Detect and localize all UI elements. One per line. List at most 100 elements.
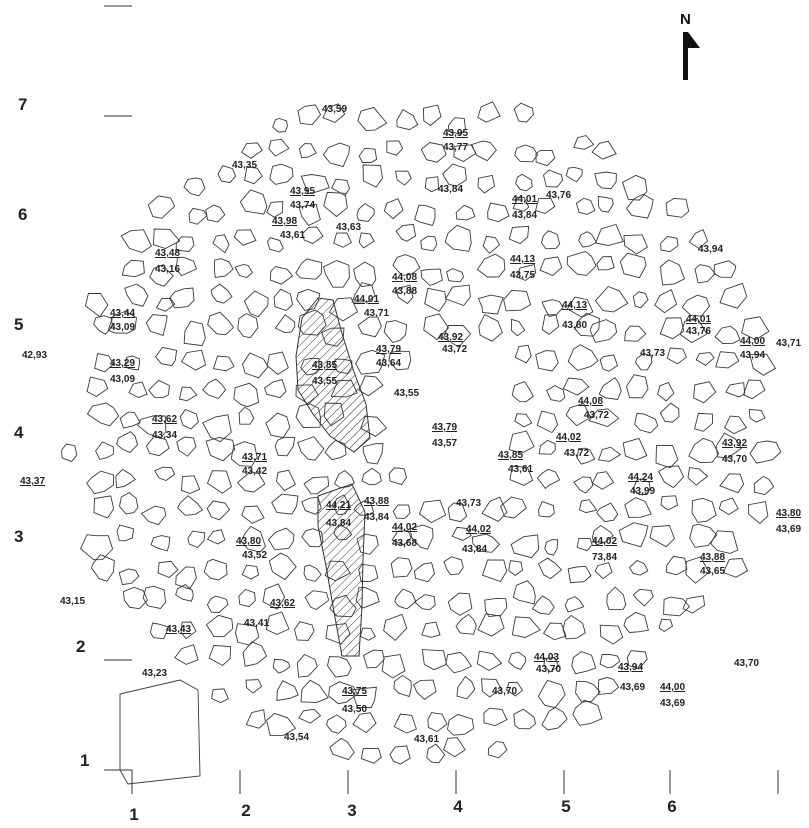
stone-outline <box>242 641 268 667</box>
stone-outline <box>718 497 739 516</box>
stone-outline <box>546 385 566 402</box>
stone-outline <box>235 623 260 646</box>
stone-outline <box>304 590 330 611</box>
stone-outline <box>599 624 624 645</box>
elevation-top: 43,37 <box>20 476 45 487</box>
stone-outline <box>506 681 524 697</box>
elevation-bottom: 43,84 <box>512 210 537 221</box>
stone-outline <box>203 558 228 581</box>
stone-outline <box>624 325 647 342</box>
stone-outline <box>688 229 709 250</box>
stone-outline <box>531 595 555 615</box>
stone-outline <box>206 470 233 494</box>
stone-outline <box>180 475 201 494</box>
elevation-bottom: 43,72 <box>442 344 467 355</box>
stone-outline <box>741 316 770 341</box>
elevation-top: 43,85 <box>312 360 337 371</box>
stone-outline <box>390 557 413 578</box>
stone-outline <box>237 313 259 339</box>
stone-outline <box>536 468 561 490</box>
stone-outline <box>564 596 585 613</box>
stone-outline <box>169 287 195 309</box>
stone-outline <box>272 658 291 674</box>
grid-ticks <box>104 5 779 794</box>
stone-outline <box>483 707 508 727</box>
stone-outline <box>294 621 315 641</box>
stone-outline <box>513 102 534 123</box>
stone-outline <box>626 374 649 399</box>
stone-outline <box>446 268 464 283</box>
stone-outline <box>623 234 648 255</box>
elevation-bottom: 43,09 <box>110 374 135 385</box>
stone-outline <box>80 534 114 561</box>
north-label: N <box>680 11 691 28</box>
x-axis-label: 2 <box>241 801 250 820</box>
stone-outline <box>481 496 508 522</box>
stone-outline <box>212 234 230 254</box>
elevation-bottom: 43,61 <box>414 734 439 745</box>
stone-outline <box>578 231 597 248</box>
stone-outline <box>514 144 539 163</box>
stone-outline <box>269 266 294 285</box>
stone-outline <box>422 104 442 126</box>
x-axis-label: 4 <box>453 797 463 816</box>
stone-outline <box>632 478 651 495</box>
elevation-top: 44,02 <box>556 432 581 443</box>
stone-outline <box>594 223 624 246</box>
elevation-top: 43,95 <box>443 128 468 139</box>
y-axis-labels: 1 2 3 4 5 6 7 <box>14 95 89 770</box>
stone-outline <box>665 197 690 218</box>
elevation-top: 44,13 <box>562 300 587 311</box>
stone-outline <box>477 294 504 315</box>
stone-outline <box>420 235 438 252</box>
elevation-bottom: 43,70 <box>734 658 759 669</box>
stone-outline <box>476 650 503 672</box>
stone-outline <box>578 499 598 514</box>
stone-outline <box>118 568 140 586</box>
elevation-top: 44,02 <box>466 524 491 535</box>
elevation-top: 43,80 <box>776 508 801 519</box>
stone-outline <box>119 492 139 515</box>
stone-outline <box>679 317 708 344</box>
elevation-top: 44,00 <box>660 682 685 693</box>
elevation-bottom: 43,65 <box>700 566 725 577</box>
elevation-bottom: 43,42 <box>242 466 267 477</box>
stone-outline <box>538 500 555 518</box>
stone-outline <box>271 493 299 515</box>
x-axis-label: 3 <box>347 801 356 820</box>
stone-outline <box>303 564 322 582</box>
stone-outline <box>572 699 603 726</box>
stone-outline <box>535 198 556 214</box>
stone-outline <box>238 406 255 425</box>
elevation-top: 43,79 <box>376 344 401 355</box>
elevation-bottom: 43,69 <box>660 698 685 709</box>
stone-outline <box>542 622 567 641</box>
stone-outline <box>693 381 717 404</box>
elevation-bottom: 43,35 <box>232 160 257 171</box>
stone-outline <box>154 466 176 482</box>
stone-outline <box>591 140 617 160</box>
stone-outline <box>594 562 613 580</box>
elevation-top: 44,24 <box>628 472 653 483</box>
stone-outline <box>512 580 536 605</box>
stone-outline <box>322 142 350 168</box>
elevation-top: 44,08 <box>392 272 417 283</box>
stone-outline <box>328 681 358 705</box>
stone-outline <box>333 232 352 248</box>
stone-outline <box>274 436 296 457</box>
stone-outline <box>395 170 412 186</box>
elevation-top: 43,88 <box>364 496 389 507</box>
stone-outline <box>175 256 198 277</box>
stone-outline <box>658 465 685 489</box>
elevation-bottom: 43,50 <box>342 704 367 715</box>
stone-outline <box>272 118 288 133</box>
stone-outline <box>266 712 297 736</box>
stone-outline <box>396 284 414 305</box>
elevation-top: 44,01 <box>354 294 379 305</box>
stone-outline <box>562 377 590 396</box>
stone-outline <box>362 443 384 465</box>
stone-outline <box>178 386 198 402</box>
stone-outline <box>274 314 296 334</box>
stone-outline <box>687 467 709 486</box>
stone-outline <box>689 523 718 548</box>
